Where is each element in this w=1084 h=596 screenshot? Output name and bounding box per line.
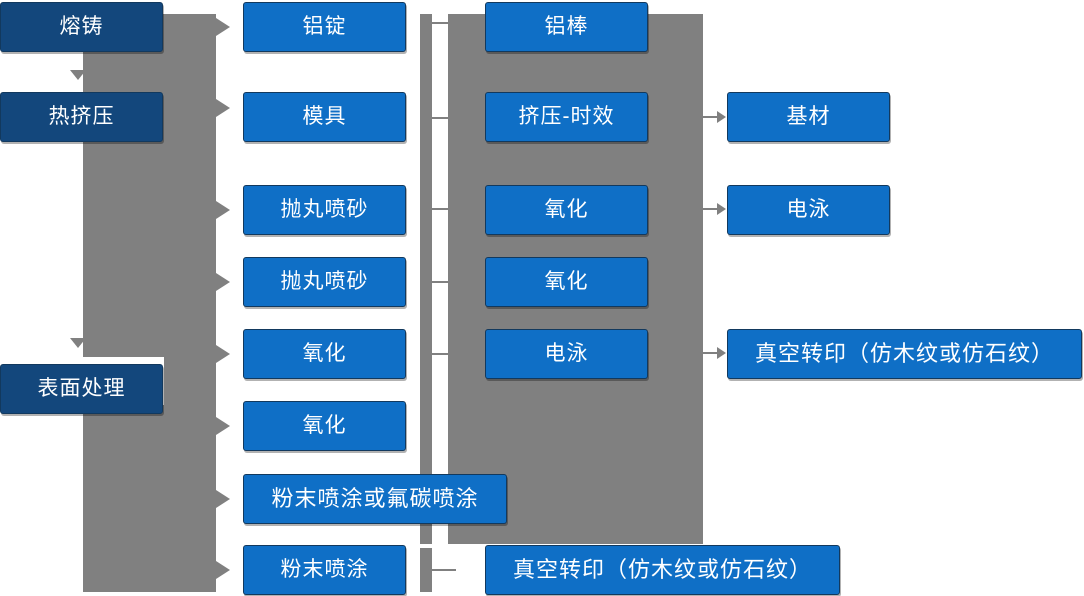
output-label-vacuum-transfer: 真空转印（仿木纹或仿石纹）	[754, 340, 1054, 366]
arrow-to-oxidation-2	[216, 417, 230, 435]
arrow-head	[717, 347, 726, 359]
arrow-to-aluminum-ingot	[216, 18, 230, 36]
input-box-powder-coating[interactable]: 粉末喷涂	[243, 545, 406, 595]
arrow-head	[717, 203, 726, 215]
input-label-oxidation-2: 氧化	[302, 414, 347, 438]
process-box-oxidation-2[interactable]: 氧化	[485, 257, 648, 307]
connector-bracket-bar-lower	[420, 548, 432, 592]
process-label-extrude-aging: 挤压-时效	[518, 105, 615, 129]
output-box-base-material[interactable]: 基材	[727, 92, 890, 142]
stage-label-hot-extrude: 热挤压	[48, 105, 115, 129]
bracket-tick-2	[432, 117, 456, 119]
arrow-to-base-material	[703, 111, 726, 123]
connector-surface-stub	[164, 388, 186, 390]
input-box-shot-blast-2[interactable]: 抛丸喷砂	[243, 257, 406, 307]
stage-label-surface-treatment: 表面处理	[37, 377, 126, 401]
arrow-head	[717, 111, 726, 123]
arrow-to-vacuum-transfer	[703, 347, 726, 359]
input-box-powder-or-pvdf[interactable]: 粉末喷涂或氟碳喷涂	[243, 474, 507, 524]
bracket-tick-3	[432, 208, 456, 210]
input-box-oxidation-2[interactable]: 氧化	[243, 401, 406, 451]
input-box-mold[interactable]: 模具	[243, 92, 406, 142]
stage-box-melt-cast[interactable]: 熔铸	[0, 2, 163, 52]
input-label-aluminum-ingot: 铝锭	[302, 15, 347, 39]
input-box-aluminum-ingot[interactable]: 铝锭	[243, 2, 406, 52]
arrow-shaft	[703, 208, 717, 210]
process-label-electrophoresis: 电泳	[544, 342, 589, 366]
process-label-aluminum-bar: 铝棒	[544, 15, 589, 39]
arrow-to-oxidation-1	[216, 345, 230, 363]
process-box-extrude-aging[interactable]: 挤压-时效	[485, 92, 648, 142]
arrow-to-shot-blast-2	[216, 273, 230, 291]
output-label-base-material: 基材	[786, 105, 831, 129]
process-box-vacuum-transfer[interactable]: 真空转印（仿木纹或仿石纹）	[485, 545, 840, 595]
input-label-oxidation-1: 氧化	[302, 342, 347, 366]
arrow-to-electrophoresis	[703, 203, 726, 215]
process-box-oxidation-1[interactable]: 氧化	[485, 185, 648, 235]
process-label-oxidation-2: 氧化	[544, 270, 589, 294]
arrow-to-powder-or-pvdf	[216, 490, 230, 508]
process-box-electrophoresis[interactable]: 电泳	[485, 329, 648, 379]
output-box-electrophoresis[interactable]: 电泳	[727, 185, 890, 235]
arrow-to-powder-coating	[216, 561, 230, 579]
input-label-mold: 模具	[302, 105, 347, 129]
stage-label-melt-cast: 熔铸	[59, 15, 104, 39]
stage-box-surface-treatment[interactable]: 表面处理	[0, 364, 163, 414]
input-label-powder-coating: 粉末喷涂	[280, 558, 369, 582]
process-box-aluminum-bar[interactable]: 铝棒	[485, 2, 648, 52]
process-label-oxidation-1: 氧化	[544, 198, 589, 222]
connector-bracket-bar	[420, 14, 432, 544]
input-label-shot-blast-2: 抛丸喷砂	[280, 270, 369, 294]
bracket-tick-1	[432, 22, 456, 24]
arrow-shaft	[703, 116, 717, 118]
bracket-tick-6	[432, 569, 456, 571]
arrow-shaft	[703, 352, 717, 354]
bracket-tick-4	[432, 281, 456, 283]
arrow-to-shot-blast-1	[216, 201, 230, 219]
input-box-oxidation-1[interactable]: 氧化	[243, 329, 406, 379]
arrow-to-mold	[216, 99, 230, 117]
stage-box-hot-extrude[interactable]: 热挤压	[0, 92, 163, 142]
input-box-shot-blast-1[interactable]: 抛丸喷砂	[243, 185, 406, 235]
process-label-vacuum-transfer: 真空转印（仿木纹或仿石纹）	[512, 556, 812, 582]
arrow-extrude-to-surface	[70, 338, 86, 348]
output-label-electrophoresis: 电泳	[786, 198, 831, 222]
input-label-powder-or-pvdf: 粉末喷涂或氟碳喷涂	[271, 485, 479, 511]
arrow-melt-cast-to-extrude	[70, 70, 86, 80]
bracket-tick-5	[432, 353, 456, 355]
input-label-shot-blast-1: 抛丸喷砂	[280, 198, 369, 222]
output-box-vacuum-transfer[interactable]: 真空转印（仿木纹或仿石纹）	[727, 329, 1082, 379]
